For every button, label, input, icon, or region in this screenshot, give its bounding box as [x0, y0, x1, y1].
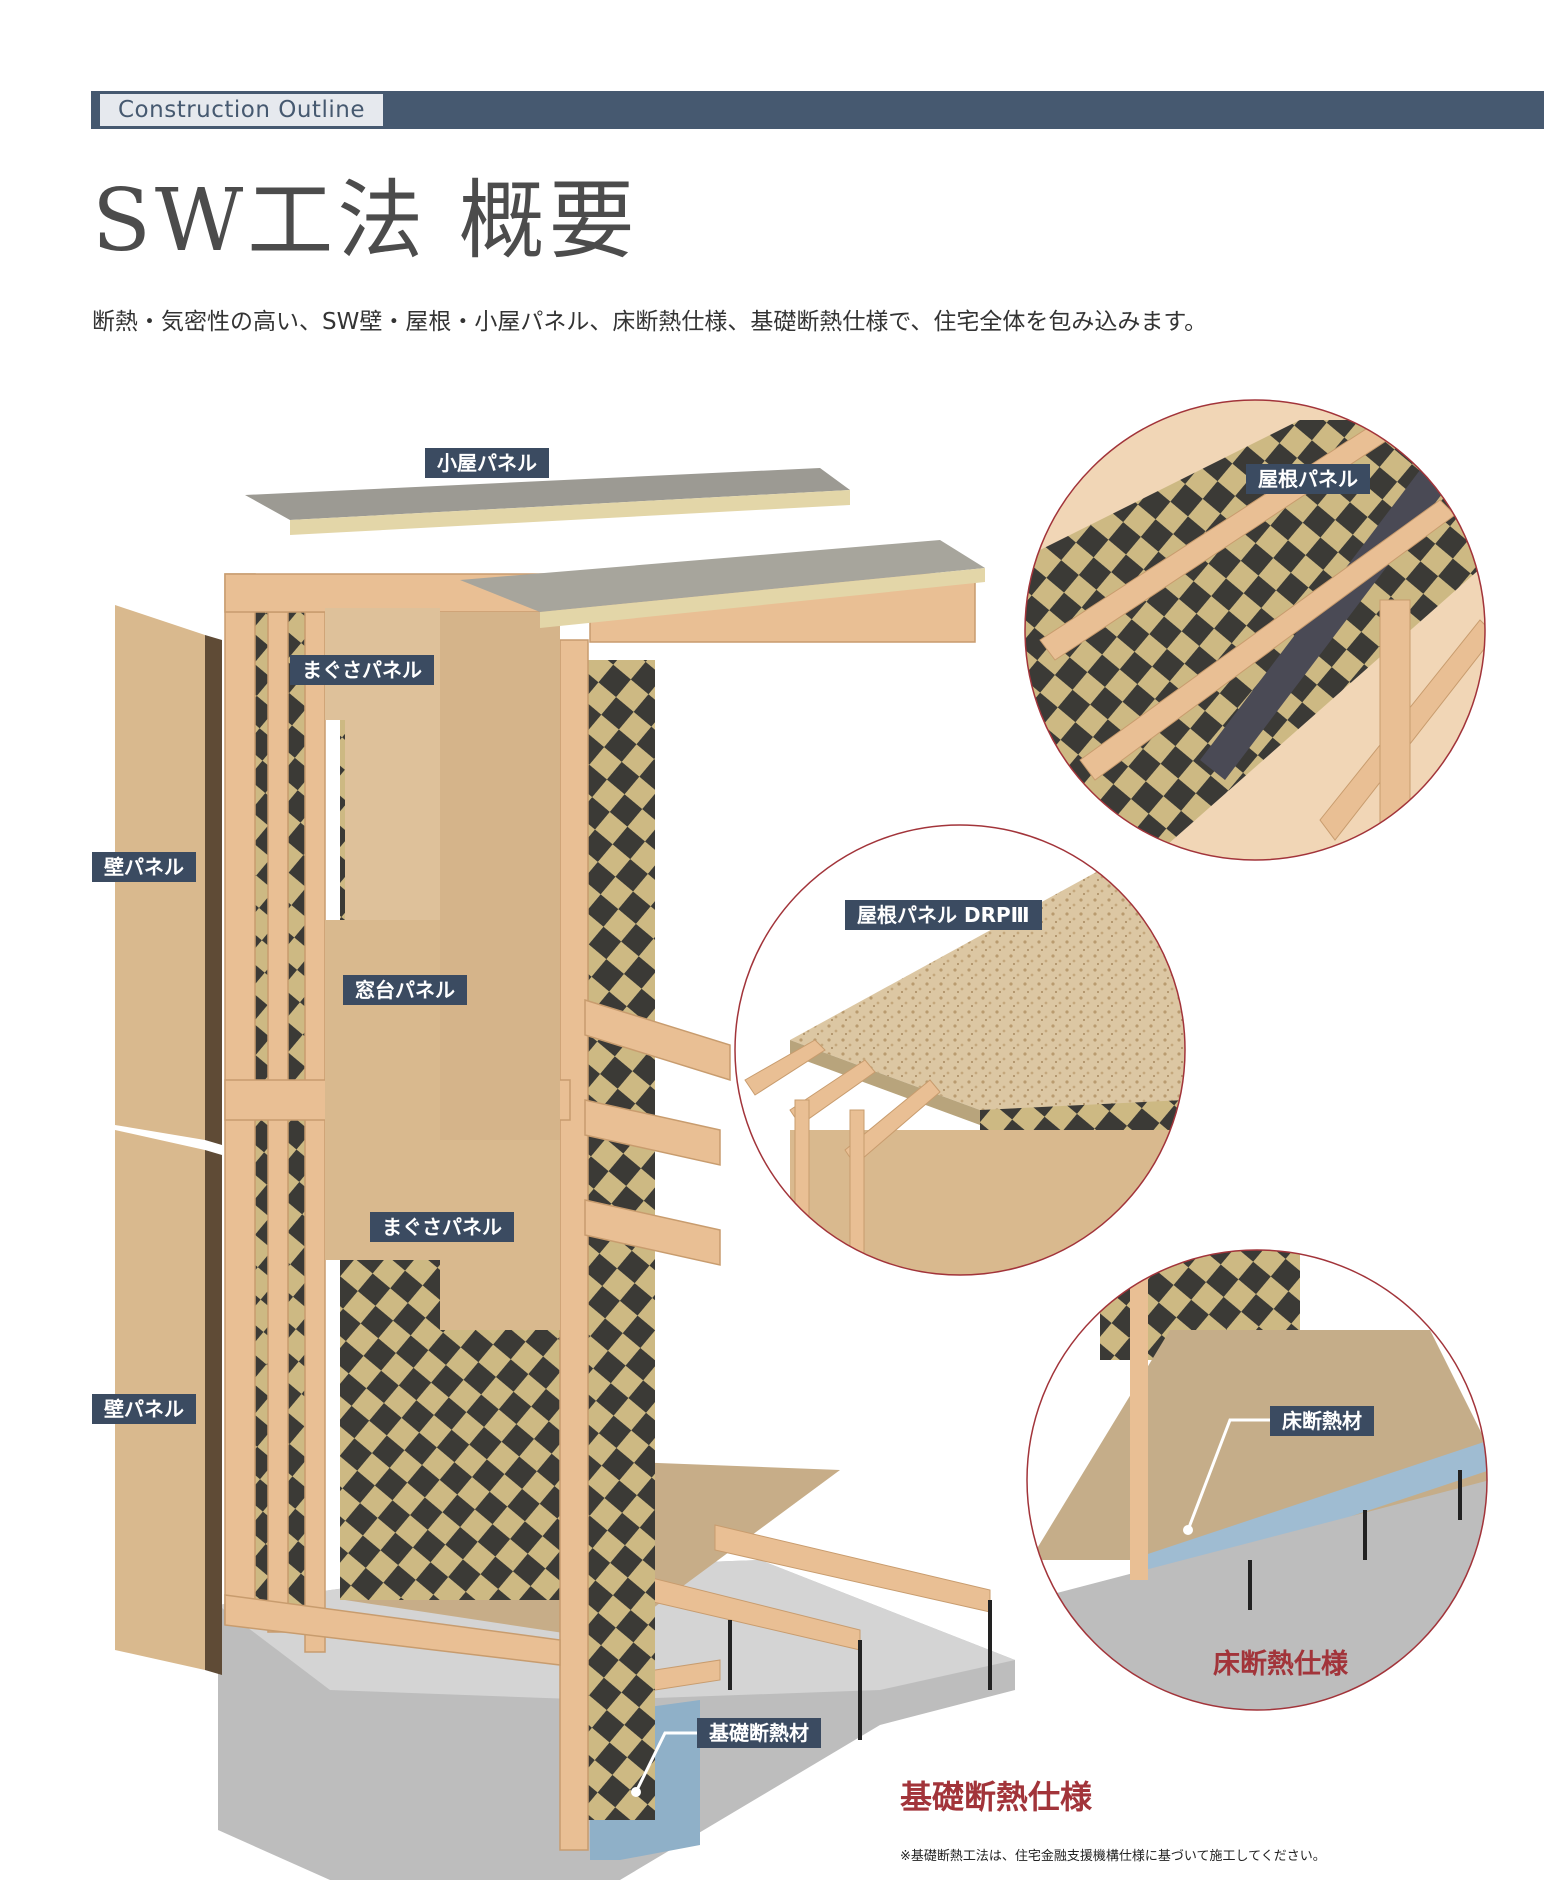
label-magusa-panel-lower: まぐさパネル: [370, 1212, 514, 1242]
label-madodai-panel: 窓台パネル: [343, 975, 467, 1005]
drp-panel-detail: [735, 825, 1185, 1275]
label-kiso-dannetsuzai: 基礎断熱材: [697, 1718, 821, 1748]
label-yane-panel: 屋根パネル: [1246, 464, 1370, 494]
label-koya-panel: 小屋パネル: [425, 448, 549, 478]
label-kabe-panel-lower: 壁パネル: [92, 1394, 196, 1424]
floor-insulation-detail: [1027, 1250, 1487, 1710]
section-tag: Construction Outline: [100, 94, 383, 126]
page-title: SW工法 概要: [92, 171, 639, 271]
caption-kiso-note: ※基礎断熱工法は、住宅金融支援機構仕様に基づいて施工してください。: [900, 1849, 1326, 1864]
label-magusa-panel-upper: まぐさパネル: [290, 655, 434, 685]
caption-yuka-spec: 床断熱仕様: [1213, 1649, 1348, 1680]
label-yane-panel-drp: 屋根パネル DRPⅢ: [845, 900, 1042, 930]
caption-kiso-spec: 基礎断熱仕様: [900, 1778, 1093, 1816]
label-yuka-dannetsuzai: 床断熱材: [1270, 1406, 1374, 1436]
intro-text: 断熱・気密性の高い、SW壁・屋根・小屋パネル、床断熱仕様、基礎断熱仕様で、住宅全…: [92, 309, 1208, 335]
label-kabe-panel-upper: 壁パネル: [92, 852, 196, 882]
